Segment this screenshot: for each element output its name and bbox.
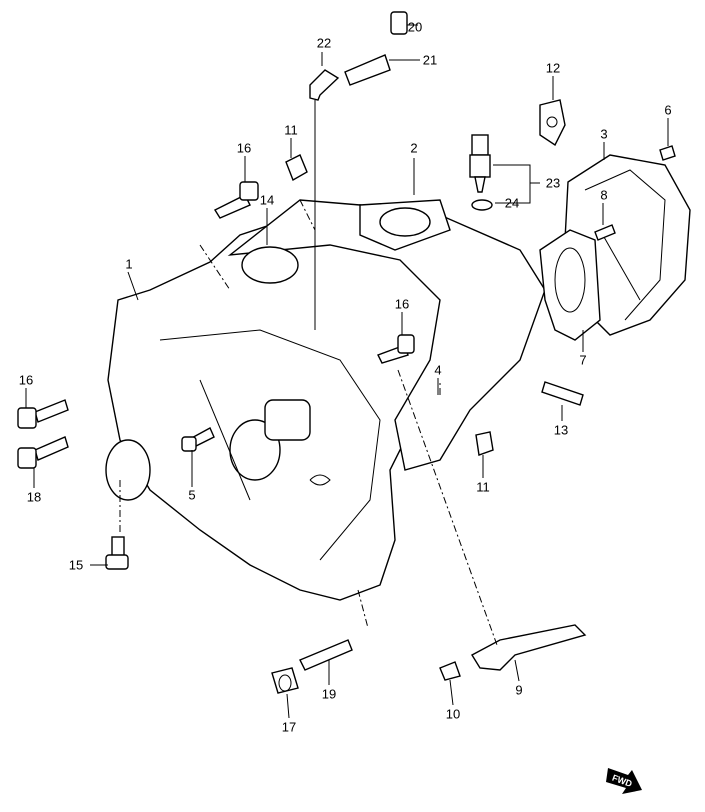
callout-11: 11 [284, 122, 298, 138]
part-fork [471, 624, 587, 671]
callout-5: 5 [188, 487, 196, 503]
callout-13: 13 [553, 422, 569, 438]
callout-16: 16 [394, 296, 410, 312]
callout-3: 3 [600, 126, 608, 142]
callout-21: 21 [422, 52, 438, 68]
callout-6: 6 [664, 102, 672, 118]
callout-20: 20 [407, 19, 423, 35]
callout-23: 23 [545, 175, 561, 191]
callout-16: 16 [236, 140, 252, 156]
callout-10: 10 [445, 706, 461, 722]
fwd-arrow-icon: FWD [606, 768, 642, 794]
callout-11: 11 [476, 479, 490, 495]
callout-2: 2 [410, 140, 418, 156]
part-bearing-bore [105, 439, 151, 501]
callout-16: 16 [18, 372, 34, 388]
callout-14: 14 [259, 192, 275, 208]
callout-19: 19 [321, 686, 337, 702]
callout-17: 17 [281, 719, 297, 735]
callout-15: 15 [68, 557, 84, 573]
callout-22: 22 [316, 35, 332, 51]
callout-4: 4 [434, 362, 442, 378]
callout-1: 1 [125, 256, 133, 272]
callout-8: 8 [600, 187, 608, 203]
callout-12: 12 [545, 60, 561, 76]
callout-18: 18 [26, 489, 42, 505]
callout-24: 24 [504, 195, 520, 211]
callout-7: 7 [579, 352, 587, 368]
part-gasket [539, 229, 601, 341]
callout-9: 9 [515, 682, 523, 698]
